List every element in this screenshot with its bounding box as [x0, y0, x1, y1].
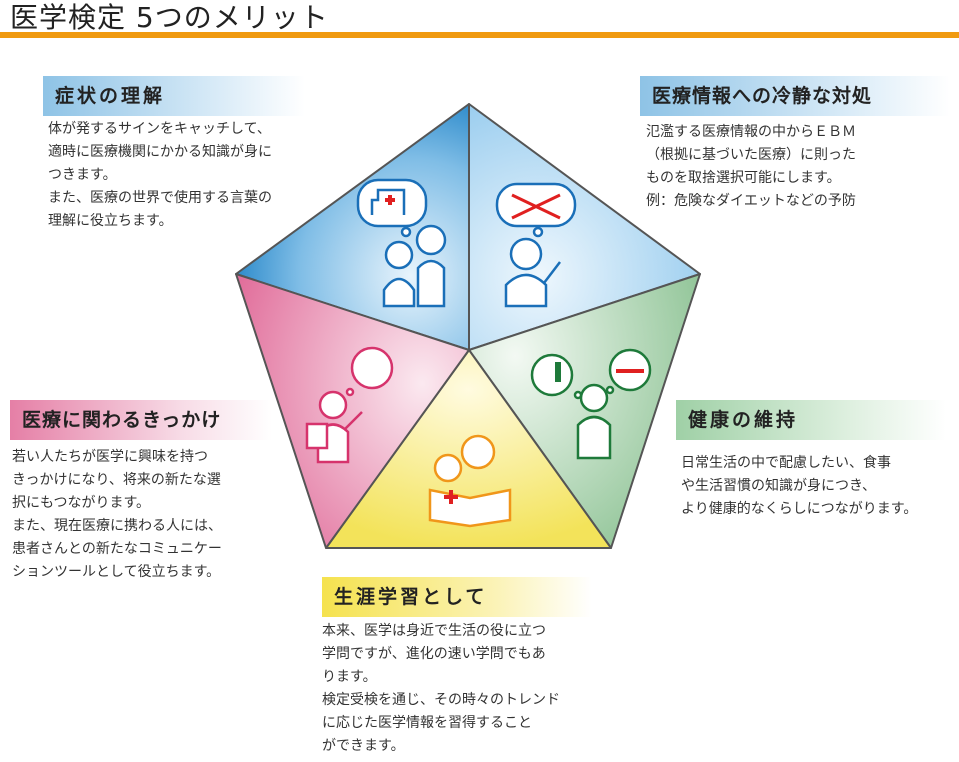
- heading-information: 医療情報への冷静な対処: [640, 76, 950, 116]
- heading-lifelong: 生涯学習として: [322, 577, 592, 617]
- cross-out-icon: [511, 193, 561, 220]
- text-line: 本来、医学は身近で生活の役に立つ: [322, 623, 546, 639]
- food-drink-thought-icon: [530, 348, 652, 460]
- nurse-thought-icon: [305, 346, 394, 464]
- text-line: 若い人たちが医学に興味を持つ: [12, 449, 208, 465]
- text-line: に応じた医学情報を習得すること: [322, 715, 532, 731]
- heading-trigger: 医療に関わるきっかけ: [10, 400, 272, 440]
- segment-trigger: [235, 273, 470, 549]
- red-cross-icon: [385, 195, 395, 205]
- book-cross-icon: [444, 490, 458, 504]
- text-line: 学問ですが、進化の速い学問でもあ: [322, 646, 546, 662]
- patient-doctor-icon: [382, 224, 447, 308]
- text-line: 適時に医療機関にかかる知識が身に: [48, 144, 272, 160]
- text-line: 検定受検を通じ、その時々のトレンド: [322, 692, 560, 708]
- text-line: 択にもつながります。: [12, 495, 151, 511]
- text-trigger: 若い人たちが医学に興味を持つ きっかけになり、将来の新たな選 択にもつながります…: [12, 446, 222, 584]
- text-line: （根拠に基づいた医療）に則った: [646, 147, 856, 163]
- text-lifelong: 本来、医学は身近で生活の役に立つ 学問ですが、進化の速い学問でもあ ります。 検…: [322, 620, 560, 758]
- title-underline: [0, 32, 959, 38]
- heading-health: 健康の維持: [676, 400, 946, 440]
- text-line: 患者さんとの新たなコミュニケー: [12, 541, 222, 557]
- text-line: ションツールとして役立ちます。: [12, 564, 221, 580]
- page-title: 医学検定 5つのメリット: [10, 1, 329, 34]
- text-line: つきます。: [48, 167, 117, 183]
- text-line: 氾濫する医療情報の中からＥＢＭ: [646, 124, 856, 140]
- thinking-person-icon: [504, 237, 561, 308]
- text-information: 氾濫する医療情報の中からＥＢＭ （根拠に基づいた医療）に則った ものを取捨選択可…: [646, 121, 856, 213]
- bottle-icon: [555, 362, 561, 382]
- heading-understanding: 症状の理解: [43, 76, 305, 116]
- text-line: 体が発するサインをキャッチして、: [48, 121, 271, 137]
- text-line: ができます。: [322, 738, 405, 754]
- text-line: 例：危険なダイエットなどの予防: [646, 193, 856, 209]
- text-line: きっかけになり、将来の新たな選: [12, 472, 221, 488]
- text-line: 日常生活の中で配慮したい、食事: [681, 455, 891, 471]
- text-line: 理解に役立ちます。: [48, 213, 173, 229]
- text-understanding: 体が発するサインをキャッチして、 適時に医療機関にかかる知識が身に つきます。 …: [48, 118, 272, 233]
- text-line: ります。: [322, 669, 377, 685]
- text-line: より健康的なくらしにつながります。: [681, 501, 918, 517]
- text-line: ものを取捨選択可能にします。: [646, 170, 841, 186]
- text-health: 日常生活の中で配慮したい、食事 や生活習慣の知識が身につき、 より健康的なくらし…: [681, 452, 917, 521]
- text-line: また、現在医療に携わる人には、: [12, 518, 222, 534]
- text-line: また、医療の世界で使用する言葉の: [48, 190, 272, 206]
- cigarette-icon: [616, 369, 644, 373]
- text-line: や生活習慣の知識が身につき、: [681, 478, 877, 494]
